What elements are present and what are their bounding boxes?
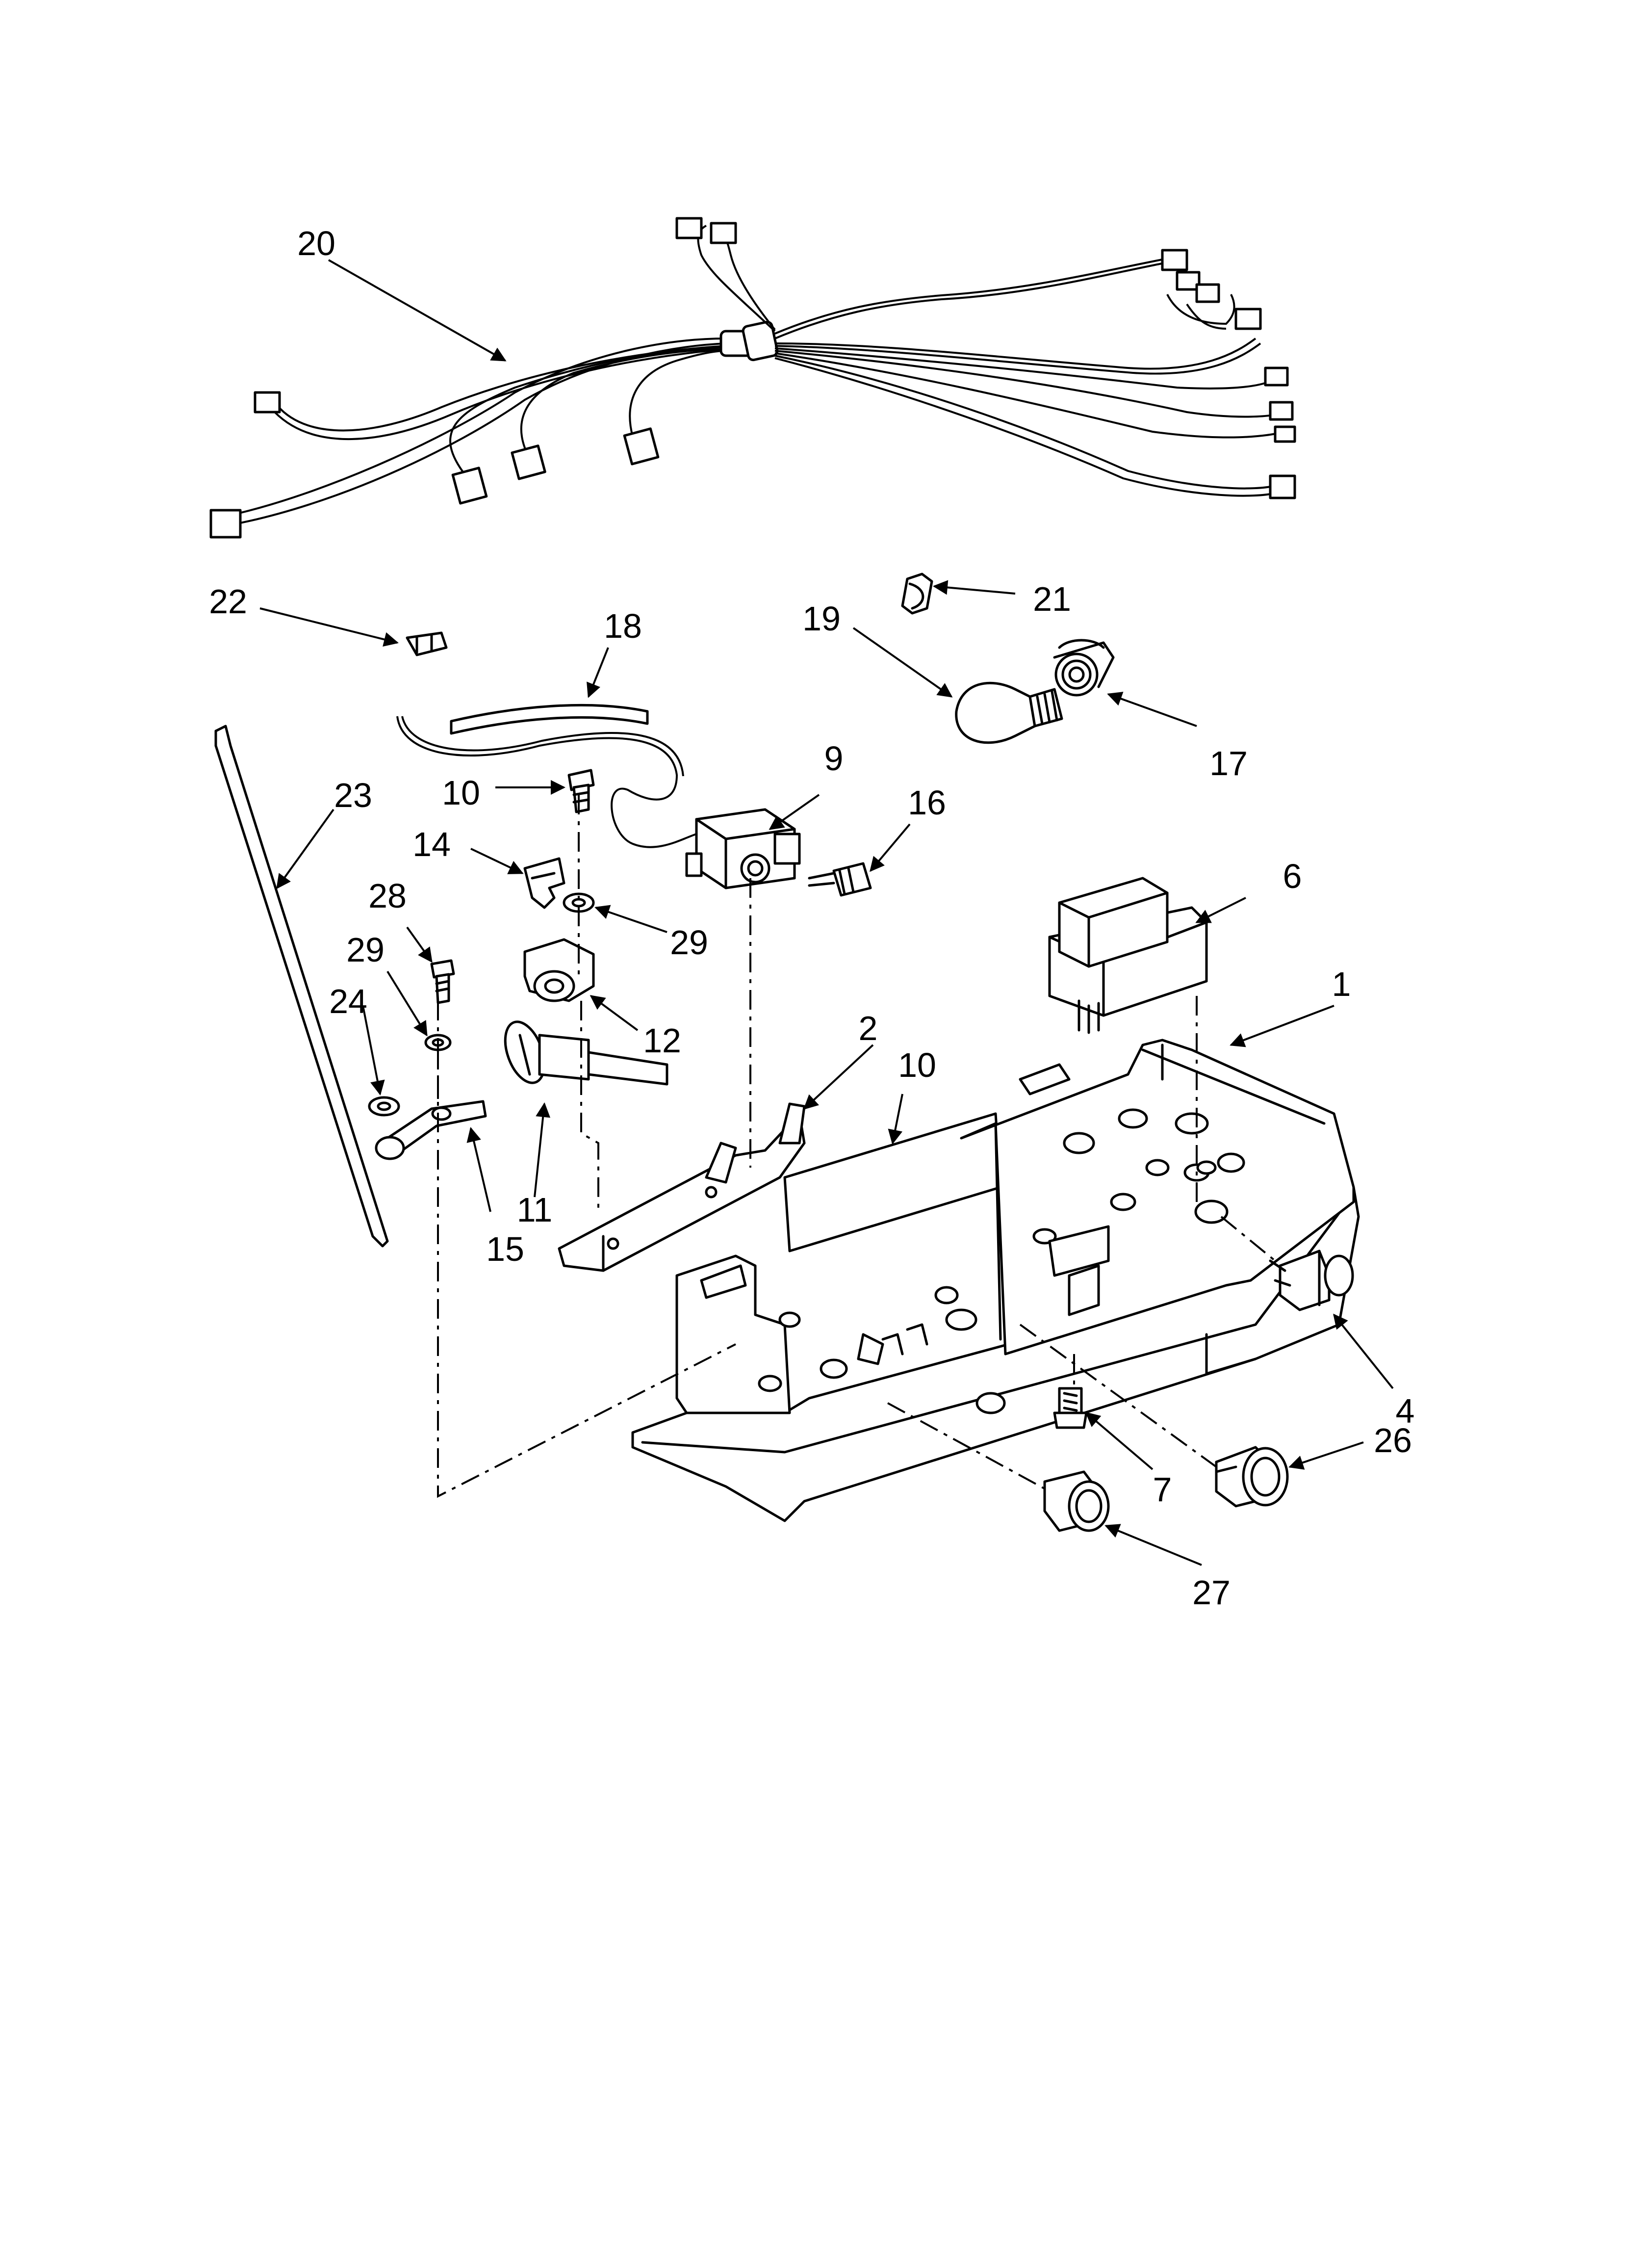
clip-part-21 bbox=[901, 573, 933, 615]
socket-part-17 bbox=[1053, 639, 1115, 697]
button-part-26 bbox=[1215, 1446, 1289, 1508]
callout-29-upper: 29 bbox=[670, 923, 708, 962]
callout-22: 22 bbox=[209, 582, 247, 621]
callout-19: 19 bbox=[802, 600, 841, 638]
leader-arrows bbox=[259, 259, 1394, 1566]
screw-part-28 bbox=[430, 959, 455, 1004]
relay-part-6 bbox=[1048, 877, 1208, 1034]
callout-11: 11 bbox=[517, 1191, 553, 1229]
callout-9: 9 bbox=[824, 739, 844, 778]
callout-10-upper: 10 bbox=[442, 774, 480, 812]
screw-part-16 bbox=[808, 862, 872, 897]
callout-2: 2 bbox=[859, 1009, 878, 1047]
bracket-part-2 bbox=[558, 1102, 806, 1272]
washer-part-24 bbox=[368, 1096, 400, 1117]
housing-part-1 bbox=[631, 1039, 1360, 1522]
callout-27: 27 bbox=[1192, 1573, 1231, 1612]
callout-23: 23 bbox=[334, 776, 372, 814]
callout-12: 12 bbox=[643, 1021, 681, 1060]
switch-part-4 bbox=[1269, 1250, 1354, 1311]
button-part-27 bbox=[1043, 1470, 1110, 1532]
callout-labels: 20 22 18 21 19 17 23 10 9 16 14 29 6 28 … bbox=[209, 224, 1414, 1612]
callout-10-lower: 10 bbox=[898, 1046, 936, 1084]
callout-26: 26 bbox=[1374, 1421, 1412, 1460]
callout-16: 16 bbox=[908, 783, 946, 822]
screw-part-10-upper bbox=[567, 769, 595, 813]
tube-part-18 bbox=[396, 704, 697, 848]
clip-part-14 bbox=[523, 857, 565, 909]
callout-28: 28 bbox=[368, 877, 407, 915]
callout-15: 15 bbox=[486, 1230, 524, 1268]
callout-18: 18 bbox=[604, 607, 642, 645]
callout-6: 6 bbox=[1283, 857, 1302, 895]
callout-14: 14 bbox=[412, 825, 451, 863]
clip-part-22 bbox=[406, 631, 448, 656]
callout-1: 1 bbox=[1332, 965, 1351, 1003]
callout-17: 17 bbox=[1209, 744, 1248, 782]
callout-29-lower: 29 bbox=[346, 931, 385, 969]
callout-4: 4 bbox=[1396, 1392, 1415, 1430]
bracket-part-12 bbox=[523, 938, 595, 1002]
callout-24: 24 bbox=[329, 982, 367, 1020]
callout-20: 20 bbox=[297, 224, 335, 262]
callout-21: 21 bbox=[1033, 580, 1071, 618]
lever-part-15 bbox=[375, 1100, 487, 1160]
bulb-part-19 bbox=[955, 681, 1063, 744]
screw-part-7 bbox=[1053, 1387, 1088, 1429]
washer-part-29-upper bbox=[563, 892, 595, 913]
knob-part-11 bbox=[504, 1020, 668, 1086]
rod-part-23 bbox=[214, 725, 389, 1248]
assembly-lines bbox=[437, 795, 1276, 1498]
callout-7: 7 bbox=[1153, 1470, 1172, 1509]
wire-harness bbox=[209, 217, 1296, 539]
